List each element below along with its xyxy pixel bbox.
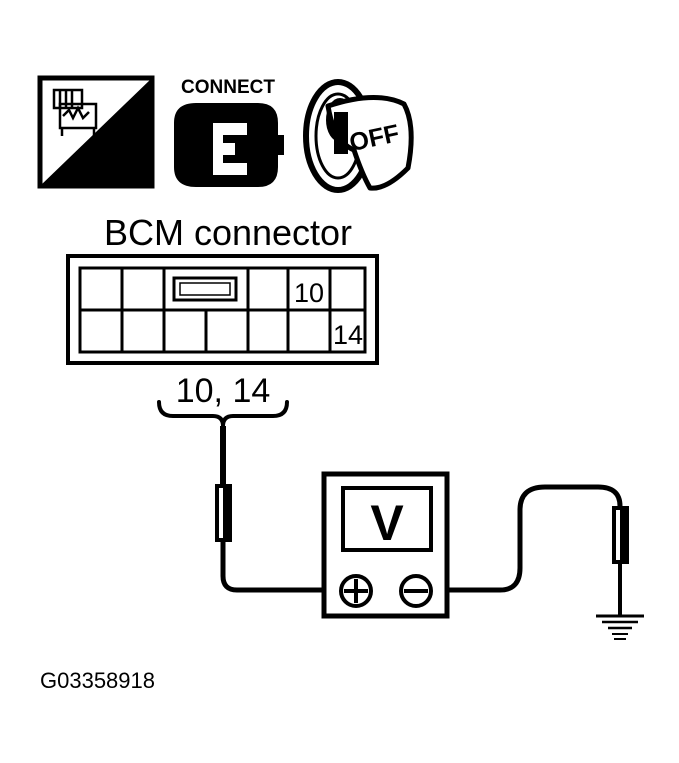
connect-plug-icon: CONNECT [174,77,284,187]
probe-terminals-label: 10, 14 [176,372,271,410]
harness-badge-icon: H.S. [37,75,155,189]
negative-terminal-icon [399,574,433,608]
positive-terminal-icon [339,574,373,608]
voltmeter-display-symbol: V [370,495,404,551]
harness-connector-icon [52,88,98,136]
voltmeter: V [321,471,450,619]
terminal-10-label: 10 [294,278,324,308]
connector-title: BCM connector [104,212,352,253]
figure-id: G03358918 [40,668,155,693]
hs-badge-label: H.S. [89,150,147,183]
ignition-key-icon: OFF [303,79,414,193]
connect-label: CONNECT [181,77,275,98]
terminal-14-label: 14 [333,320,363,350]
bcm-connector: 10 14 [66,254,379,365]
negative-probe [420,484,629,616]
ground-icon [596,614,644,640]
positive-probe [215,426,346,593]
